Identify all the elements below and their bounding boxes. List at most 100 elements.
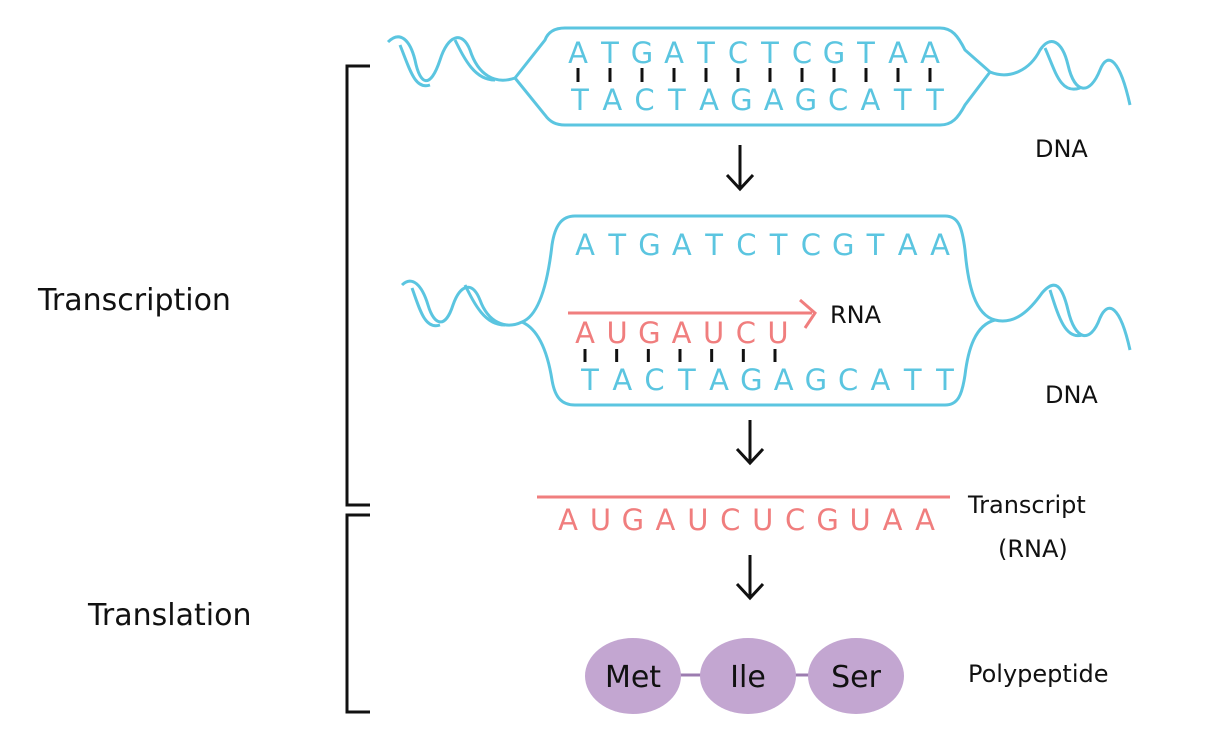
- rna-nucleotide: G: [622, 503, 644, 537]
- amino-acid-label: Ser: [831, 660, 882, 695]
- dna1-base-pairs: [576, 68, 932, 82]
- helix-left-1: [386, 26, 1132, 106]
- amino-acid-blob: [700, 638, 796, 714]
- helix-lower-1: [513, 71, 992, 127]
- nucleotide: C: [736, 228, 756, 262]
- amino-acid-ile: Ile: [700, 638, 796, 714]
- nucleotide: A: [861, 83, 881, 117]
- transcript-label-rna: (RNA): [998, 535, 1068, 563]
- polypeptide-label: Polypeptide: [968, 660, 1108, 688]
- rna-nucleotide: C: [736, 316, 756, 350]
- rna-nucleotide: A: [558, 503, 578, 537]
- nucleotide: G: [805, 363, 827, 397]
- nucleotide: G: [631, 36, 653, 70]
- arrow-down-2: [735, 420, 765, 466]
- rna-nucleotide: U: [590, 503, 611, 537]
- nucleotide: A: [774, 363, 794, 397]
- nucleotide: G: [730, 83, 752, 117]
- nucleotide: T: [607, 228, 626, 262]
- nucleotide: A: [764, 83, 784, 117]
- nucleotide: A: [575, 228, 595, 262]
- amino-acid-blob: [585, 638, 681, 714]
- nucleotide: C: [634, 83, 654, 117]
- nucleotide: G: [740, 363, 762, 397]
- nucleotide: C: [644, 363, 664, 397]
- nucleotide: C: [838, 363, 858, 397]
- nucleotide: T: [856, 36, 875, 70]
- rna-nucleotide: U: [752, 503, 773, 537]
- dna-open-bubble-2: [400, 214, 1132, 407]
- rna-nucleotide: G: [816, 503, 838, 537]
- nucleotide: C: [728, 36, 748, 70]
- nucleotide: A: [699, 83, 719, 117]
- nucleotide: A: [568, 36, 588, 70]
- nucleotide: T: [769, 228, 788, 262]
- rna-nucleotide: A: [915, 503, 935, 537]
- rna-nucleotide: G: [638, 316, 660, 350]
- nucleotide: T: [696, 36, 715, 70]
- nucleotide: T: [935, 363, 954, 397]
- nucleotide: T: [570, 83, 589, 117]
- rna-nucleotide: U: [703, 316, 724, 350]
- transcription-label: Transcription: [37, 283, 231, 318]
- nucleotide: A: [888, 36, 908, 70]
- polypeptide-chain: Met Ile Ser: [585, 638, 904, 714]
- nucleotide: G: [795, 83, 817, 117]
- dna2-base-pairs: [583, 349, 777, 362]
- nucleotide: A: [930, 228, 950, 262]
- translation-bracket: [345, 513, 370, 714]
- nucleotide: T: [925, 83, 944, 117]
- nucleotide: T: [893, 83, 912, 117]
- amino-acid-ser: Ser: [808, 638, 904, 714]
- transcription-bracket: [345, 64, 370, 507]
- rna-nucleotide: U: [687, 503, 708, 537]
- amino-acid-met: Met: [585, 638, 681, 714]
- amino-acid-label: Ile: [730, 660, 766, 695]
- translation-label: Translation: [87, 598, 251, 633]
- nucleotide: A: [602, 83, 622, 117]
- arrow-down-3: [735, 555, 765, 601]
- nucleotide: T: [704, 228, 723, 262]
- nucleotide: A: [664, 36, 684, 70]
- nucleotide: T: [903, 363, 922, 397]
- rna-nucleotide: U: [849, 503, 870, 537]
- nucleotide: G: [638, 228, 660, 262]
- dna2-label: DNA: [1045, 381, 1098, 409]
- rna-nucleotide: A: [575, 316, 595, 350]
- amino-acid-blob: [808, 638, 904, 714]
- nucleotide: A: [898, 228, 918, 262]
- rna-synthesis-arrow: [568, 298, 817, 329]
- nucleotide: T: [667, 83, 686, 117]
- nucleotide: A: [709, 363, 729, 397]
- nucleotide: T: [760, 36, 779, 70]
- nucleotide: T: [580, 363, 599, 397]
- rna-nucleotide: A: [655, 503, 675, 537]
- arrow-down-1: [725, 145, 755, 192]
- nucleotide: A: [672, 228, 692, 262]
- amino-acid-label: Met: [605, 660, 661, 695]
- rna-nucleotide: A: [672, 316, 692, 350]
- transcript-label: Transcript: [967, 491, 1086, 519]
- rna-nucleotide: U: [767, 316, 788, 350]
- nucleotide: A: [920, 36, 940, 70]
- nucleotide: C: [828, 83, 848, 117]
- nucleotide: A: [871, 363, 891, 397]
- nucleotide: C: [801, 228, 821, 262]
- dna1-label: DNA: [1035, 135, 1088, 163]
- rna-nucleotide: U: [607, 316, 628, 350]
- rna-nucleotide: A: [883, 503, 903, 537]
- nucleotide: A: [612, 363, 632, 397]
- dna-double-helix-1: [386, 26, 1132, 127]
- nucleotide: T: [677, 363, 696, 397]
- nucleotide: T: [866, 228, 885, 262]
- nucleotide: T: [600, 36, 619, 70]
- rna-nucleotide: C: [720, 503, 740, 537]
- rna-label: RNA: [830, 301, 882, 329]
